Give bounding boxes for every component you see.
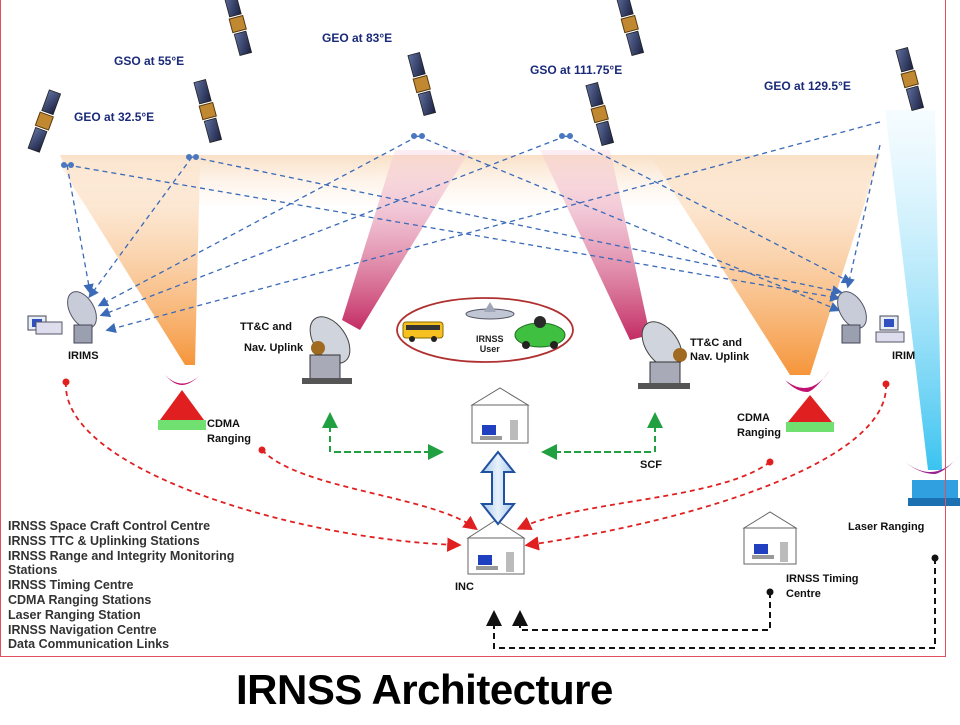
timing-centre-building-icon [742, 511, 798, 565]
page-title: IRNSS Architecture [236, 666, 613, 713]
laser-ranging-icon [905, 455, 960, 506]
legend-item-laser-ranging: Laser Ranging Station [8, 607, 141, 622]
legend-item-ttc-uplinking: IRNSS TTC & Uplinking Stations [8, 533, 200, 548]
satellite-top-right-icon [615, 0, 645, 57]
beam-laser [885, 110, 942, 470]
beam-ttc-left [342, 150, 470, 330]
satellite-top-left-icon [223, 0, 253, 57]
link-dots [61, 133, 573, 168]
inc-building-icon [466, 519, 526, 575]
satellite-label-geo-83: GEO at 83°E [322, 31, 393, 45]
irims-right-icon [837, 291, 905, 344]
irims-left-label: IRIMS [68, 350, 99, 362]
ttc-right-label-line2: Nav. Uplink [690, 351, 750, 363]
satellite-links [66, 121, 881, 333]
legend-item-timing-centre: IRNSS Timing Centre [8, 578, 134, 593]
beam-cdma-right [650, 155, 880, 375]
satellite-label-gso-111: GSO at 111.75°E [530, 63, 623, 77]
timing-centre-label-line1: IRNSS Timing [786, 573, 859, 585]
ttc-right-antenna-icon [638, 321, 690, 389]
irnss-user-label-line2: User [479, 344, 500, 354]
satellite-geo-32-icon [27, 89, 62, 153]
black-link-dots [766, 554, 939, 596]
cdma-right-icon [785, 370, 834, 432]
green-links [322, 412, 663, 460]
legend-item-spacecraft-control: IRNSS Space Craft Control Centre [8, 519, 211, 533]
cdma-right-label-line1: CDMA [737, 412, 770, 424]
timing-centre-label-line2: Centre [786, 588, 821, 600]
satellite-gso-55-icon [193, 79, 223, 144]
satellite-geo-129-icon [895, 47, 925, 112]
red-links [65, 381, 887, 552]
satellite-gso-111-icon [585, 82, 615, 147]
legend-item-range-integrity-cont: Stations [8, 563, 58, 578]
red-link-dots [62, 378, 890, 466]
legend-item-cdma-ranging: CDMA Ranging Stations [8, 592, 152, 607]
black-links [486, 558, 936, 649]
ttc-left-label-line2: Nav. Uplink [244, 342, 304, 354]
inc-label: INC [455, 581, 474, 593]
irims-right-label: IRIM [892, 350, 916, 362]
scf-label: SCF [640, 459, 662, 471]
satellite-geo-83-icon [407, 52, 437, 117]
ttc-left-antenna-icon [302, 316, 352, 384]
satellite-label-gso-55: GSO at 55°E [114, 54, 185, 68]
irims-left-icon [27, 291, 97, 344]
irnss-user-label: IRNSS User [476, 334, 504, 354]
cdma-left-icon [158, 375, 206, 430]
ttc-right-label-line1: TT&C and [690, 337, 742, 349]
scf-building-icon [470, 387, 530, 444]
legend-item-navigation-centre: IRNSS Navigation Centre [8, 622, 157, 637]
frame-left-line [0, 0, 1, 656]
cdma-right-label-line2: Ranging [737, 427, 781, 439]
beam-ttc-right [540, 150, 650, 340]
satellite-label-geo-32: GEO at 32.5°E [74, 110, 155, 124]
laser-ranging-label: Laser Ranging [848, 521, 925, 533]
legend: IRNSS Space Craft Control Centre IRNSS T… [8, 519, 234, 652]
frame-bottom-line [0, 656, 946, 657]
satellite-label-geo-129: GEO at 129.5°E [764, 79, 851, 93]
irnss-user-group [396, 297, 574, 363]
ttc-left-label-line1: TT&C and [240, 321, 292, 333]
scf-inc-double-arrow [479, 450, 517, 526]
legend-item-range-integrity: IRNSS Range and Integrity Monitoring [8, 548, 235, 563]
frame-right-line [945, 0, 946, 656]
cdma-left-label-line2: Ranging [207, 433, 251, 445]
legend-item-data-links: Data Communication Links [8, 637, 170, 652]
irnss-user-label-line1: IRNSS [476, 334, 504, 344]
cdma-left-label-line1: CDMA [207, 418, 240, 430]
